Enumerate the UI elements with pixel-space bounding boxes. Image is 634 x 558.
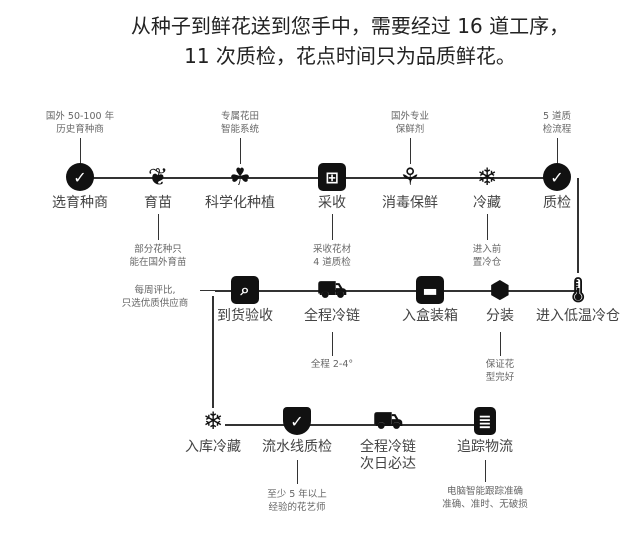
step-seedling: ❦育苗 [144,163,172,211]
step-next-day-delivery: ⛟全程冷链 次日必达 [360,405,416,473]
note: 专属花田 智能系统 [220,111,259,135]
stem [487,214,488,240]
search-icon: ⌕ [231,276,259,304]
step-select-breeder: ✓选育种商 [20,163,140,212]
stem [240,138,241,164]
row3-line [225,424,485,426]
plant-icon: ☘ [229,163,251,191]
step-quality-check: ✓质检 [497,163,617,212]
step-arrival-check: ⌕到货验收 [185,276,305,325]
stem [332,214,333,240]
truck-icon: ⛟ [372,405,404,434]
shield-check-icon: ✓ [283,407,311,435]
snowflake-icon: ❄ [476,163,498,191]
step-packing: ⬢分装 [486,276,514,324]
note: 国外 50-100 年 历史育种商 [45,111,115,135]
box-icon: ▬ [416,276,444,304]
step-tracking: ≣追踪物流 [425,407,545,456]
step-warehouse-cold: ❄入库冷藏 [185,407,241,455]
right-connector [577,178,579,273]
note: 至少 5 年以上 经验的花艺师 [267,489,327,513]
note: 部分花种只 能在国外育苗 [129,244,187,268]
document-icon: ≣ [474,407,496,435]
step-planting: ☘科学化种植 [205,163,275,211]
badge-icon: ✓ [543,163,571,191]
stem [80,138,81,164]
note: 保证花 型完好 [485,359,515,383]
step-disinfect: ⚘消毒保鲜 [382,163,438,211]
snowflake-hands-icon: ❄ [202,407,224,435]
left-connector [212,296,214,408]
step-harvest: ⊞采收 [272,163,392,212]
step-low-temp-warehouse: 🌡进入低温冷仓 [536,276,620,324]
step-cold-storage: ❄冷藏 [473,163,501,211]
step-line-inspection: ✓流水线质检 [237,407,357,456]
stem [200,290,228,291]
stem [297,460,298,484]
stem [485,460,486,482]
note: 采收花材 4 道质检 [312,244,351,268]
row2-line [215,290,578,292]
stem [158,214,159,240]
open-box-icon: ⬢ [489,276,511,304]
stem [557,138,558,164]
basket-icon: ⊞ [318,163,346,191]
stem [500,332,501,356]
stem [410,138,411,164]
note: 全程 2-4° [310,359,354,370]
note: 进入前 置冷仓 [472,244,502,268]
sprout-icon: ❦ [147,163,169,191]
step-cold-chain: ⛟全程冷链 [304,274,360,325]
tulip-icon: ⚘ [399,163,421,191]
step-boxing: ▬入盒装箱 [370,276,490,325]
note: 国外专业 保鲜剂 [390,111,429,135]
thermometer-icon: 🌡 [562,276,594,304]
cold-truck-icon: ⛟ [316,274,348,303]
check-circle-icon: ✓ [66,163,94,191]
stem [332,332,333,356]
note: 每周评比, 只选优质供应商 [121,285,189,309]
note: 5 道质 检流程 [542,111,572,135]
note: 电脑智能跟踪准确 准确、准时、无破损 [442,486,528,510]
headline-line-2: 11 次质检，花点时间只为品质鲜花。 [184,44,516,68]
headline-line-1: 从种子到鲜花送到您手中，需要经过 16 道工序， [130,14,570,38]
